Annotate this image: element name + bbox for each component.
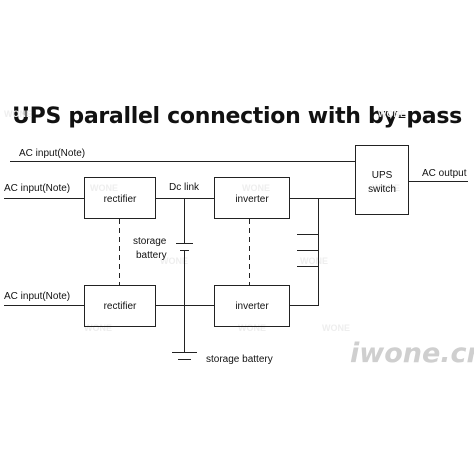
storage-battery-1-label: storage: [133, 236, 167, 247]
rectifier-2-box: [84, 285, 156, 327]
ups-switch-label-line2: switch: [368, 184, 396, 195]
watermark-small: WONE: [242, 183, 270, 193]
watermark-small: WONE: [300, 256, 328, 266]
storage-battery-1-label: battery: [136, 250, 167, 261]
diagram-title: UPS parallel connection with by-pass: [12, 104, 462, 129]
watermark-small: WONE: [84, 323, 112, 333]
storage-battery-2-label: storage battery: [206, 354, 273, 365]
inverter-1-label: inverter: [235, 194, 269, 205]
ac-output-label: AC output: [422, 168, 467, 179]
ac-input-2-label: AC input(Note): [4, 291, 70, 302]
rectifier-1-box: [84, 177, 156, 219]
watermark-small: WONE: [160, 256, 188, 266]
watermark-small: WONE: [4, 109, 32, 119]
ups-switch-box: [355, 145, 409, 215]
watermark-small: WONE: [378, 109, 406, 119]
inverter-2-box: [214, 285, 290, 327]
watermark-small: WONE: [238, 323, 266, 333]
ups-switch-label-line1: UPS: [372, 170, 393, 181]
inverter-1-box: [214, 177, 290, 219]
rectifier-1-label: rectifier: [104, 194, 137, 205]
watermark-small: WONE: [372, 183, 400, 193]
ac-input-1-label: AC input(Note): [4, 183, 70, 194]
watermark-small: WONE: [90, 183, 118, 193]
watermark-brand: iwone.cn: [350, 338, 474, 369]
inverter-2-label: inverter: [235, 301, 269, 312]
dc-link-label: Dc link: [169, 182, 200, 193]
ac-input-bypass-label: AC input(Note): [19, 148, 85, 159]
rectifier-2-label: rectifier: [104, 301, 137, 312]
watermark-small: WONE: [322, 323, 350, 333]
